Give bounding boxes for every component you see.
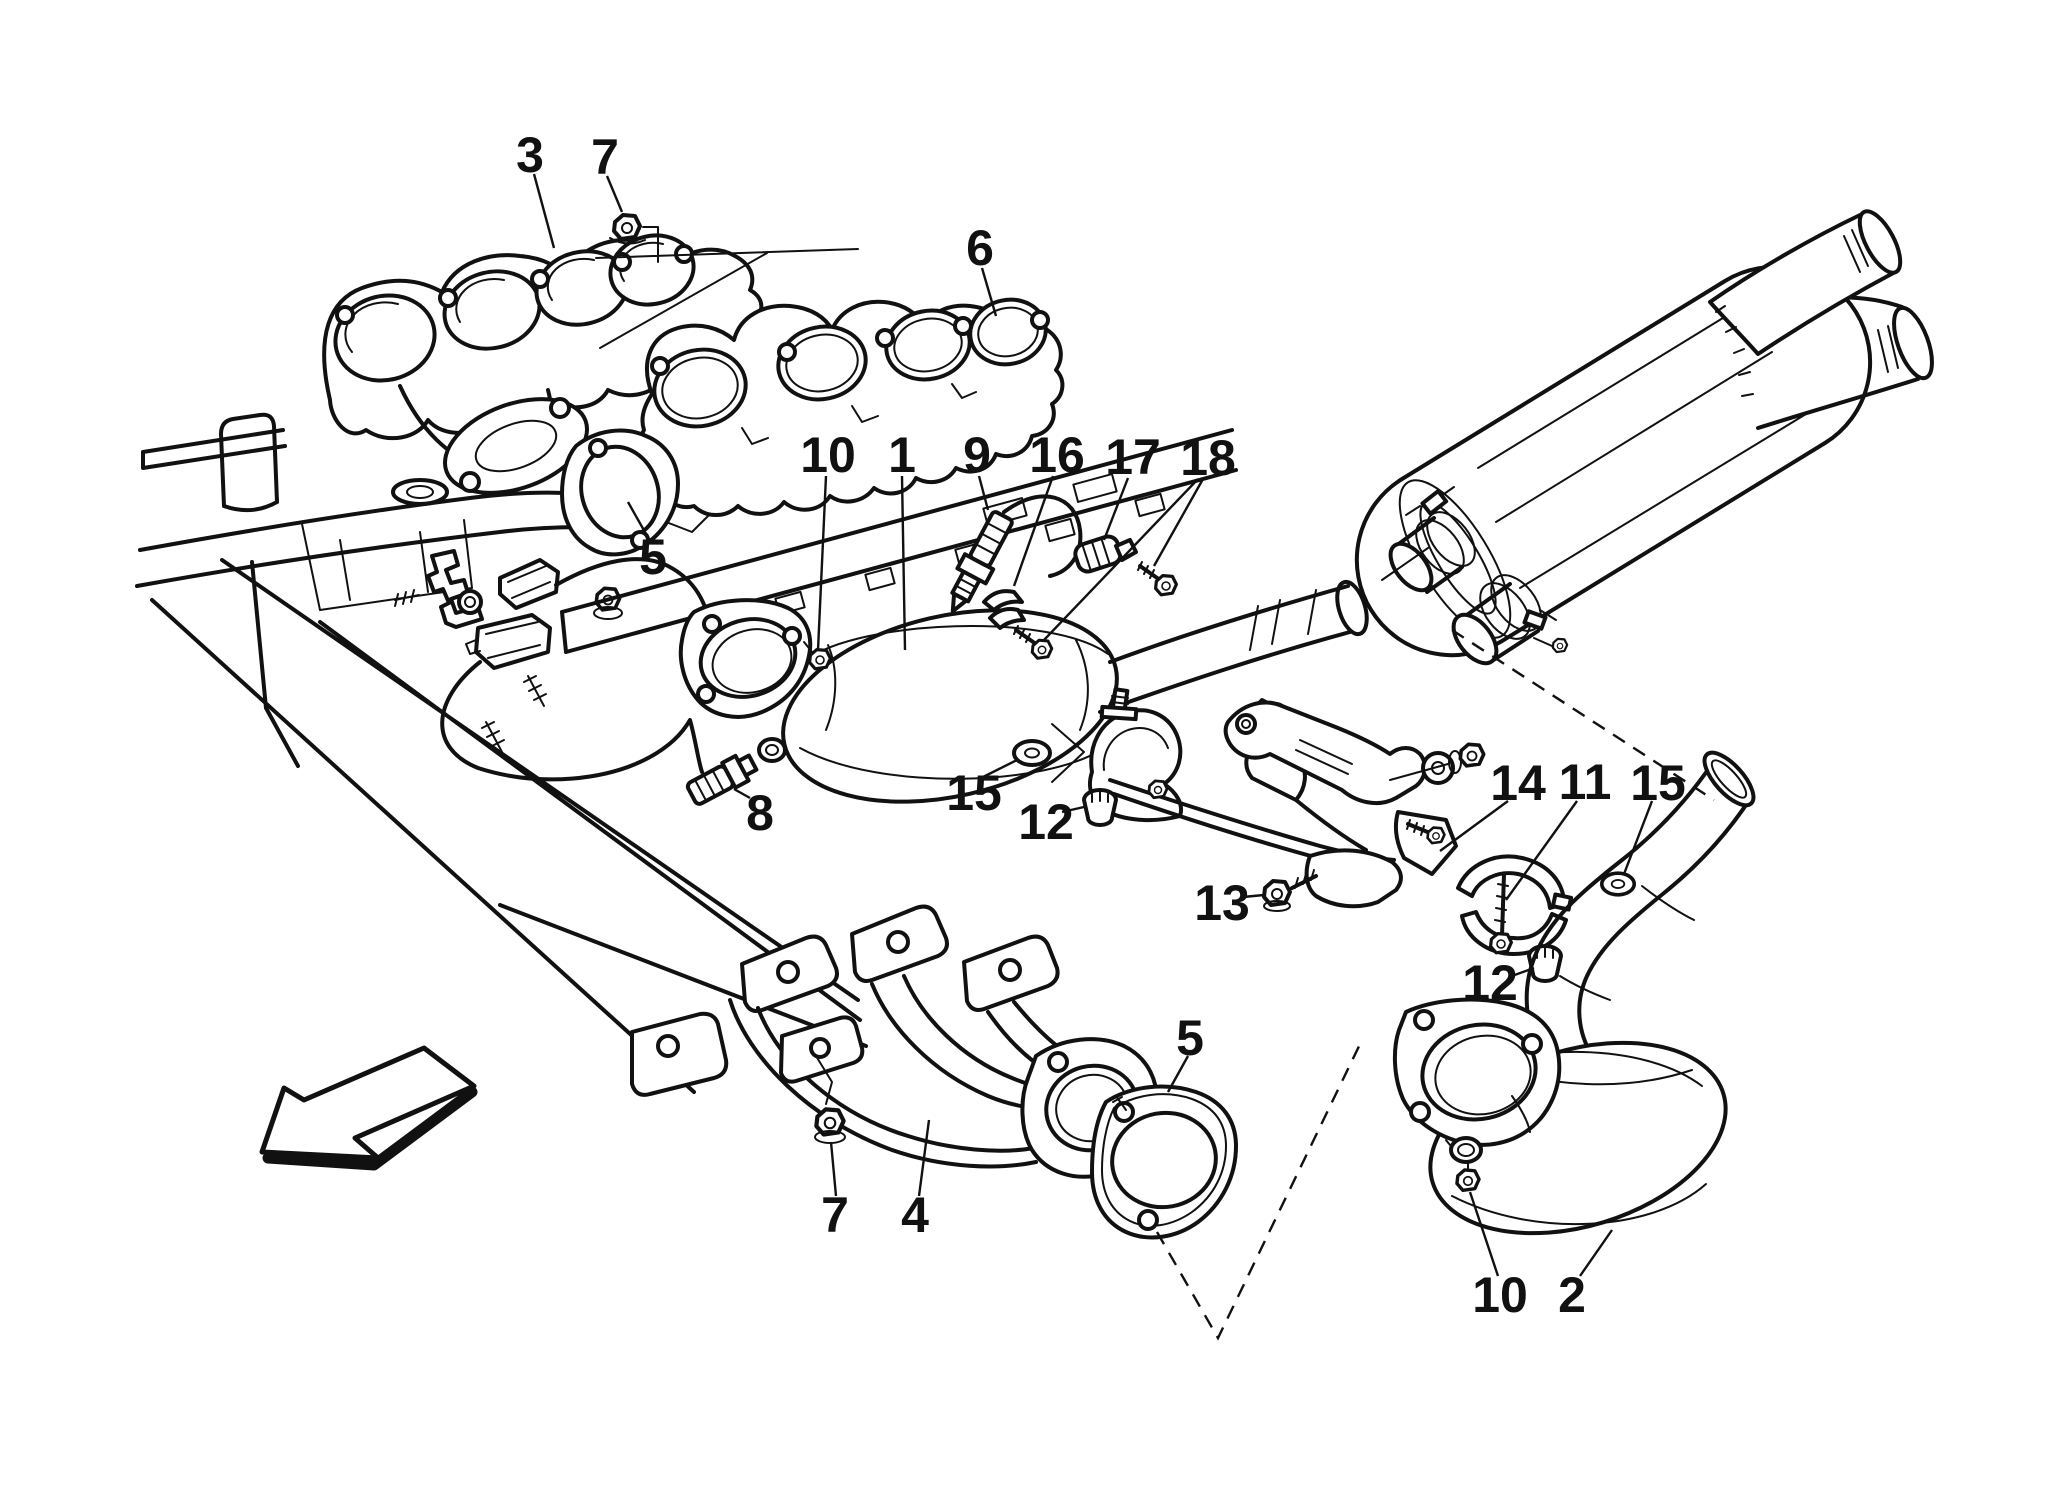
callout-leader-14	[1439, 800, 1509, 852]
mounting-brackets-drawing	[1012, 687, 1636, 983]
manifold-gasket-drawing	[638, 297, 1065, 517]
callout-leader-7	[605, 175, 624, 213]
callout-leader-7	[829, 1141, 838, 1197]
callout-5: 5	[639, 529, 667, 585]
callout-leader-5	[1166, 1055, 1190, 1093]
callout-leader-15	[1622, 800, 1654, 875]
callout-7: 7	[591, 129, 619, 185]
cable-clip-drawing	[1073, 534, 1138, 574]
screw-drawing	[1137, 561, 1179, 597]
callout-leader-1	[900, 475, 907, 651]
callout-leader-6	[980, 267, 998, 317]
callout-leader-2	[1579, 1229, 1613, 1277]
callout-leader-8	[733, 787, 751, 800]
callout-leader-17	[1102, 477, 1130, 541]
callout-17: 17	[1105, 429, 1161, 485]
callout-leader-9	[977, 475, 990, 511]
callout-leader-18	[1043, 478, 1199, 641]
oxygen-sensor-front-drawing	[950, 494, 1083, 614]
callout-leader-10	[1468, 1191, 1500, 1277]
callout-leader-15	[982, 758, 1018, 779]
callout-6: 6	[966, 220, 994, 276]
callout-9: 9	[963, 427, 991, 483]
oxygen-sensor-wiring-drawing	[394, 549, 787, 806]
callout-15: 15	[946, 765, 1002, 821]
stud-bolt-icon	[1455, 1168, 1481, 1193]
flange-gasket-bottom-drawing	[1090, 1084, 1238, 1240]
callout-18: 18	[1180, 430, 1236, 486]
callout-12: 12	[1018, 794, 1074, 850]
callout-leader-16	[1012, 475, 1055, 587]
callout-12: 12	[1462, 955, 1518, 1011]
callout-10: 10	[800, 427, 856, 483]
wiring-bracket-icon	[426, 549, 484, 629]
callout-4: 4	[901, 1187, 929, 1243]
callout-15: 15	[1630, 755, 1686, 811]
callout-leader-4	[917, 1119, 931, 1197]
callout-leader-12	[1508, 966, 1535, 979]
callout-16: 16	[1029, 427, 1085, 483]
nut-icon	[1458, 742, 1486, 768]
callout-8: 8	[746, 785, 774, 841]
sensor-clamp-drawing	[982, 589, 1054, 660]
callout-3: 3	[516, 127, 544, 183]
screw-icon	[1153, 573, 1179, 597]
clamp-nut-icon	[1551, 637, 1569, 654]
callout-2: 2	[1558, 1267, 1586, 1323]
screw-icon	[1426, 826, 1446, 845]
flange-gasket-top-drawing	[560, 428, 680, 557]
callout-leader-10	[816, 475, 828, 651]
callout-14: 14	[1490, 755, 1546, 811]
rear-silencer-drawing	[1354, 209, 1934, 802]
connector-icon	[474, 613, 552, 670]
catalytic-converter-rear-drawing	[1392, 750, 1756, 1236]
rubber-plug-icon	[1082, 788, 1118, 827]
callout-leader-18	[1152, 478, 1205, 567]
exhaust-manifold-bottom-drawing	[630, 904, 1159, 1181]
oxygen-sensor-rear-icon	[685, 753, 759, 806]
callout-leader-5	[626, 501, 652, 542]
screw-icon	[1030, 638, 1054, 660]
callout-13: 13	[1194, 875, 1250, 931]
callout-leader-11	[1505, 800, 1578, 901]
catalytic-converter-front-drawing	[678, 579, 1369, 804]
callout-leader-13	[1242, 893, 1265, 899]
washer-icon	[1600, 871, 1636, 897]
exhaust-manifold-top-drawing	[322, 233, 764, 495]
direction-arrow-icon	[259, 1045, 478, 1171]
connector-icon	[498, 558, 560, 610]
callout-7: 7	[821, 1187, 849, 1243]
callout-leader-3	[532, 173, 556, 249]
callout-5: 5	[1176, 1010, 1204, 1066]
callout-1: 1	[888, 427, 916, 483]
alignment-lines	[595, 226, 859, 533]
callout-10: 10	[1472, 1267, 1528, 1323]
assembly-dashed-lines	[1155, 1039, 1364, 1341]
manifold-nut-top-drawing	[609, 213, 646, 245]
washer-icon	[1012, 739, 1052, 767]
callout-leader-12	[1061, 805, 1085, 814]
clamp-bolt-icon	[1488, 931, 1514, 955]
bolt-icon	[1147, 779, 1169, 800]
callout-11: 11	[1559, 754, 1612, 810]
